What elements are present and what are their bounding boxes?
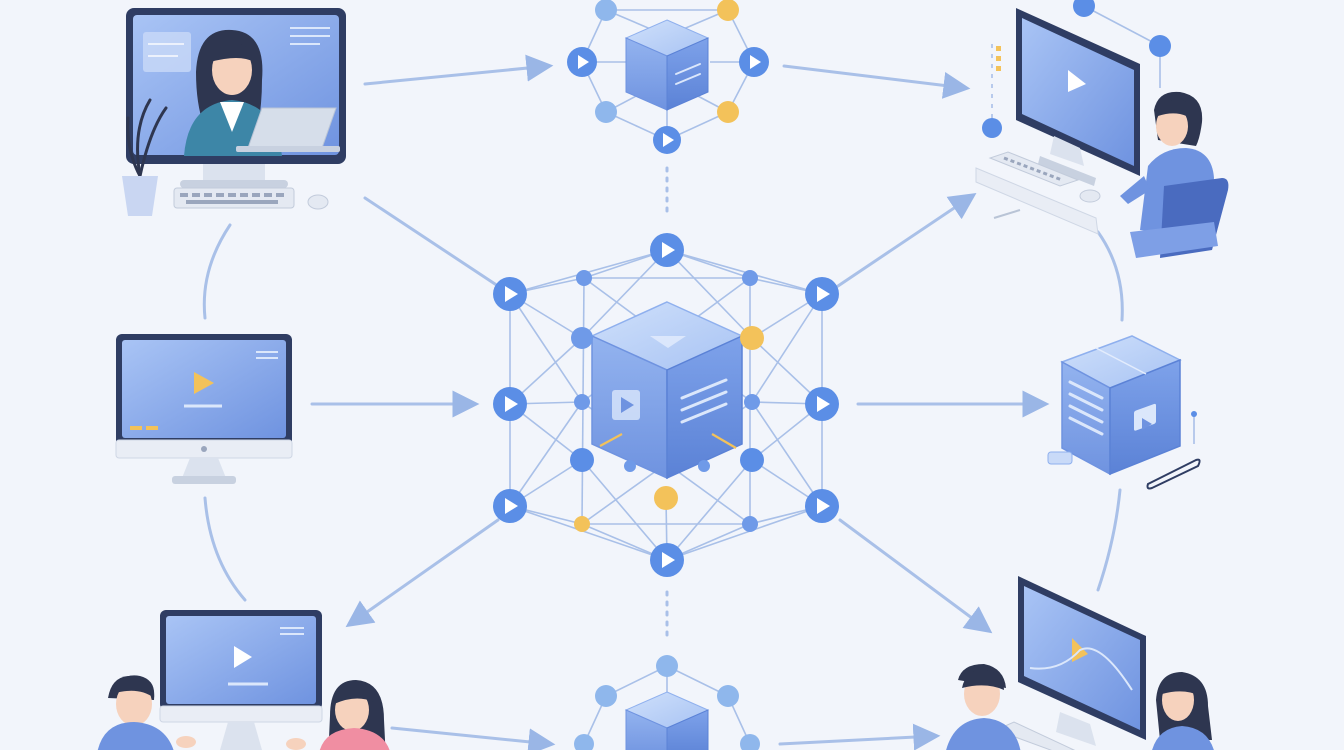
- keyboard-icon: [994, 721, 1076, 750]
- monitor-icon: [115, 334, 293, 484]
- top-mini-network: [567, 0, 769, 154]
- monitor-icon: [159, 610, 323, 750]
- plant-pot-icon: [122, 98, 168, 216]
- play-icon: [234, 646, 252, 668]
- play-icon: [650, 233, 684, 267]
- play-icon: [493, 489, 527, 523]
- arrow-center-to-top-right: [836, 192, 977, 288]
- arrow-top-left-to-center: [363, 196, 500, 288]
- monitor-icon: [1016, 8, 1140, 186]
- top-left-video-call-station: [122, 8, 346, 216]
- arrow-bottom-cube-to-bottom-right: [778, 723, 941, 750]
- person-icon: [1152, 672, 1214, 750]
- bottom-left-collaboration-station: [97, 610, 390, 750]
- connection-arrows: [202, 54, 1124, 750]
- play-icon: [805, 277, 839, 311]
- link-right-upper: [1096, 230, 1124, 322]
- link-left-upper: [202, 223, 232, 320]
- play-icon: [194, 372, 214, 394]
- play-icon: [739, 47, 769, 77]
- play-icon: [650, 543, 684, 577]
- arrow-center-to-bottom-left: [345, 518, 500, 628]
- play-icon: [805, 489, 839, 523]
- link-left-lower: [203, 496, 247, 602]
- mouse-icon: [307, 194, 329, 210]
- bottom-mini-network: [574, 655, 760, 750]
- person-icon: [1120, 91, 1214, 238]
- top-right-workstation: [975, 0, 1229, 258]
- play-icon: [493, 277, 527, 311]
- keyboard-icon: [988, 151, 1080, 187]
- mid-left-monitor-station: [115, 334, 293, 484]
- right-server-box-icon: [1060, 335, 1182, 476]
- laptop-icon: [236, 107, 340, 152]
- central-server-cube-icon: [590, 301, 744, 480]
- top-server-cube-icon: [624, 19, 710, 111]
- keyboard-icon: [173, 187, 295, 209]
- play-icon: [653, 126, 681, 154]
- arrow-center-to-bottom-right: [838, 518, 993, 634]
- person-icon: [286, 680, 390, 750]
- bottom-server-cube-icon: [624, 691, 710, 750]
- person-icon: [97, 675, 174, 750]
- monitor-icon: [1018, 576, 1146, 746]
- play-icon: [805, 387, 839, 421]
- arrow-top-cube-to-top-right: [782, 64, 971, 99]
- chair-icon: [1130, 178, 1229, 258]
- person-icon: [946, 664, 1021, 750]
- central-play-nodes: [493, 233, 839, 577]
- link-right-lower: [1096, 488, 1122, 592]
- play-icon: [493, 387, 527, 421]
- mouse-icon: [1079, 189, 1101, 203]
- play-icon: [1068, 70, 1086, 92]
- bottom-right-collaboration-station: [946, 576, 1214, 750]
- play-icon: [567, 47, 597, 77]
- central-small-nodes: [570, 270, 764, 532]
- arrow-bottom-left-to-bottom-cube: [390, 726, 556, 750]
- central-mesh: [493, 233, 839, 577]
- arrow-top-left-to-top-cube: [363, 54, 554, 86]
- right-server-station: [1047, 335, 1201, 490]
